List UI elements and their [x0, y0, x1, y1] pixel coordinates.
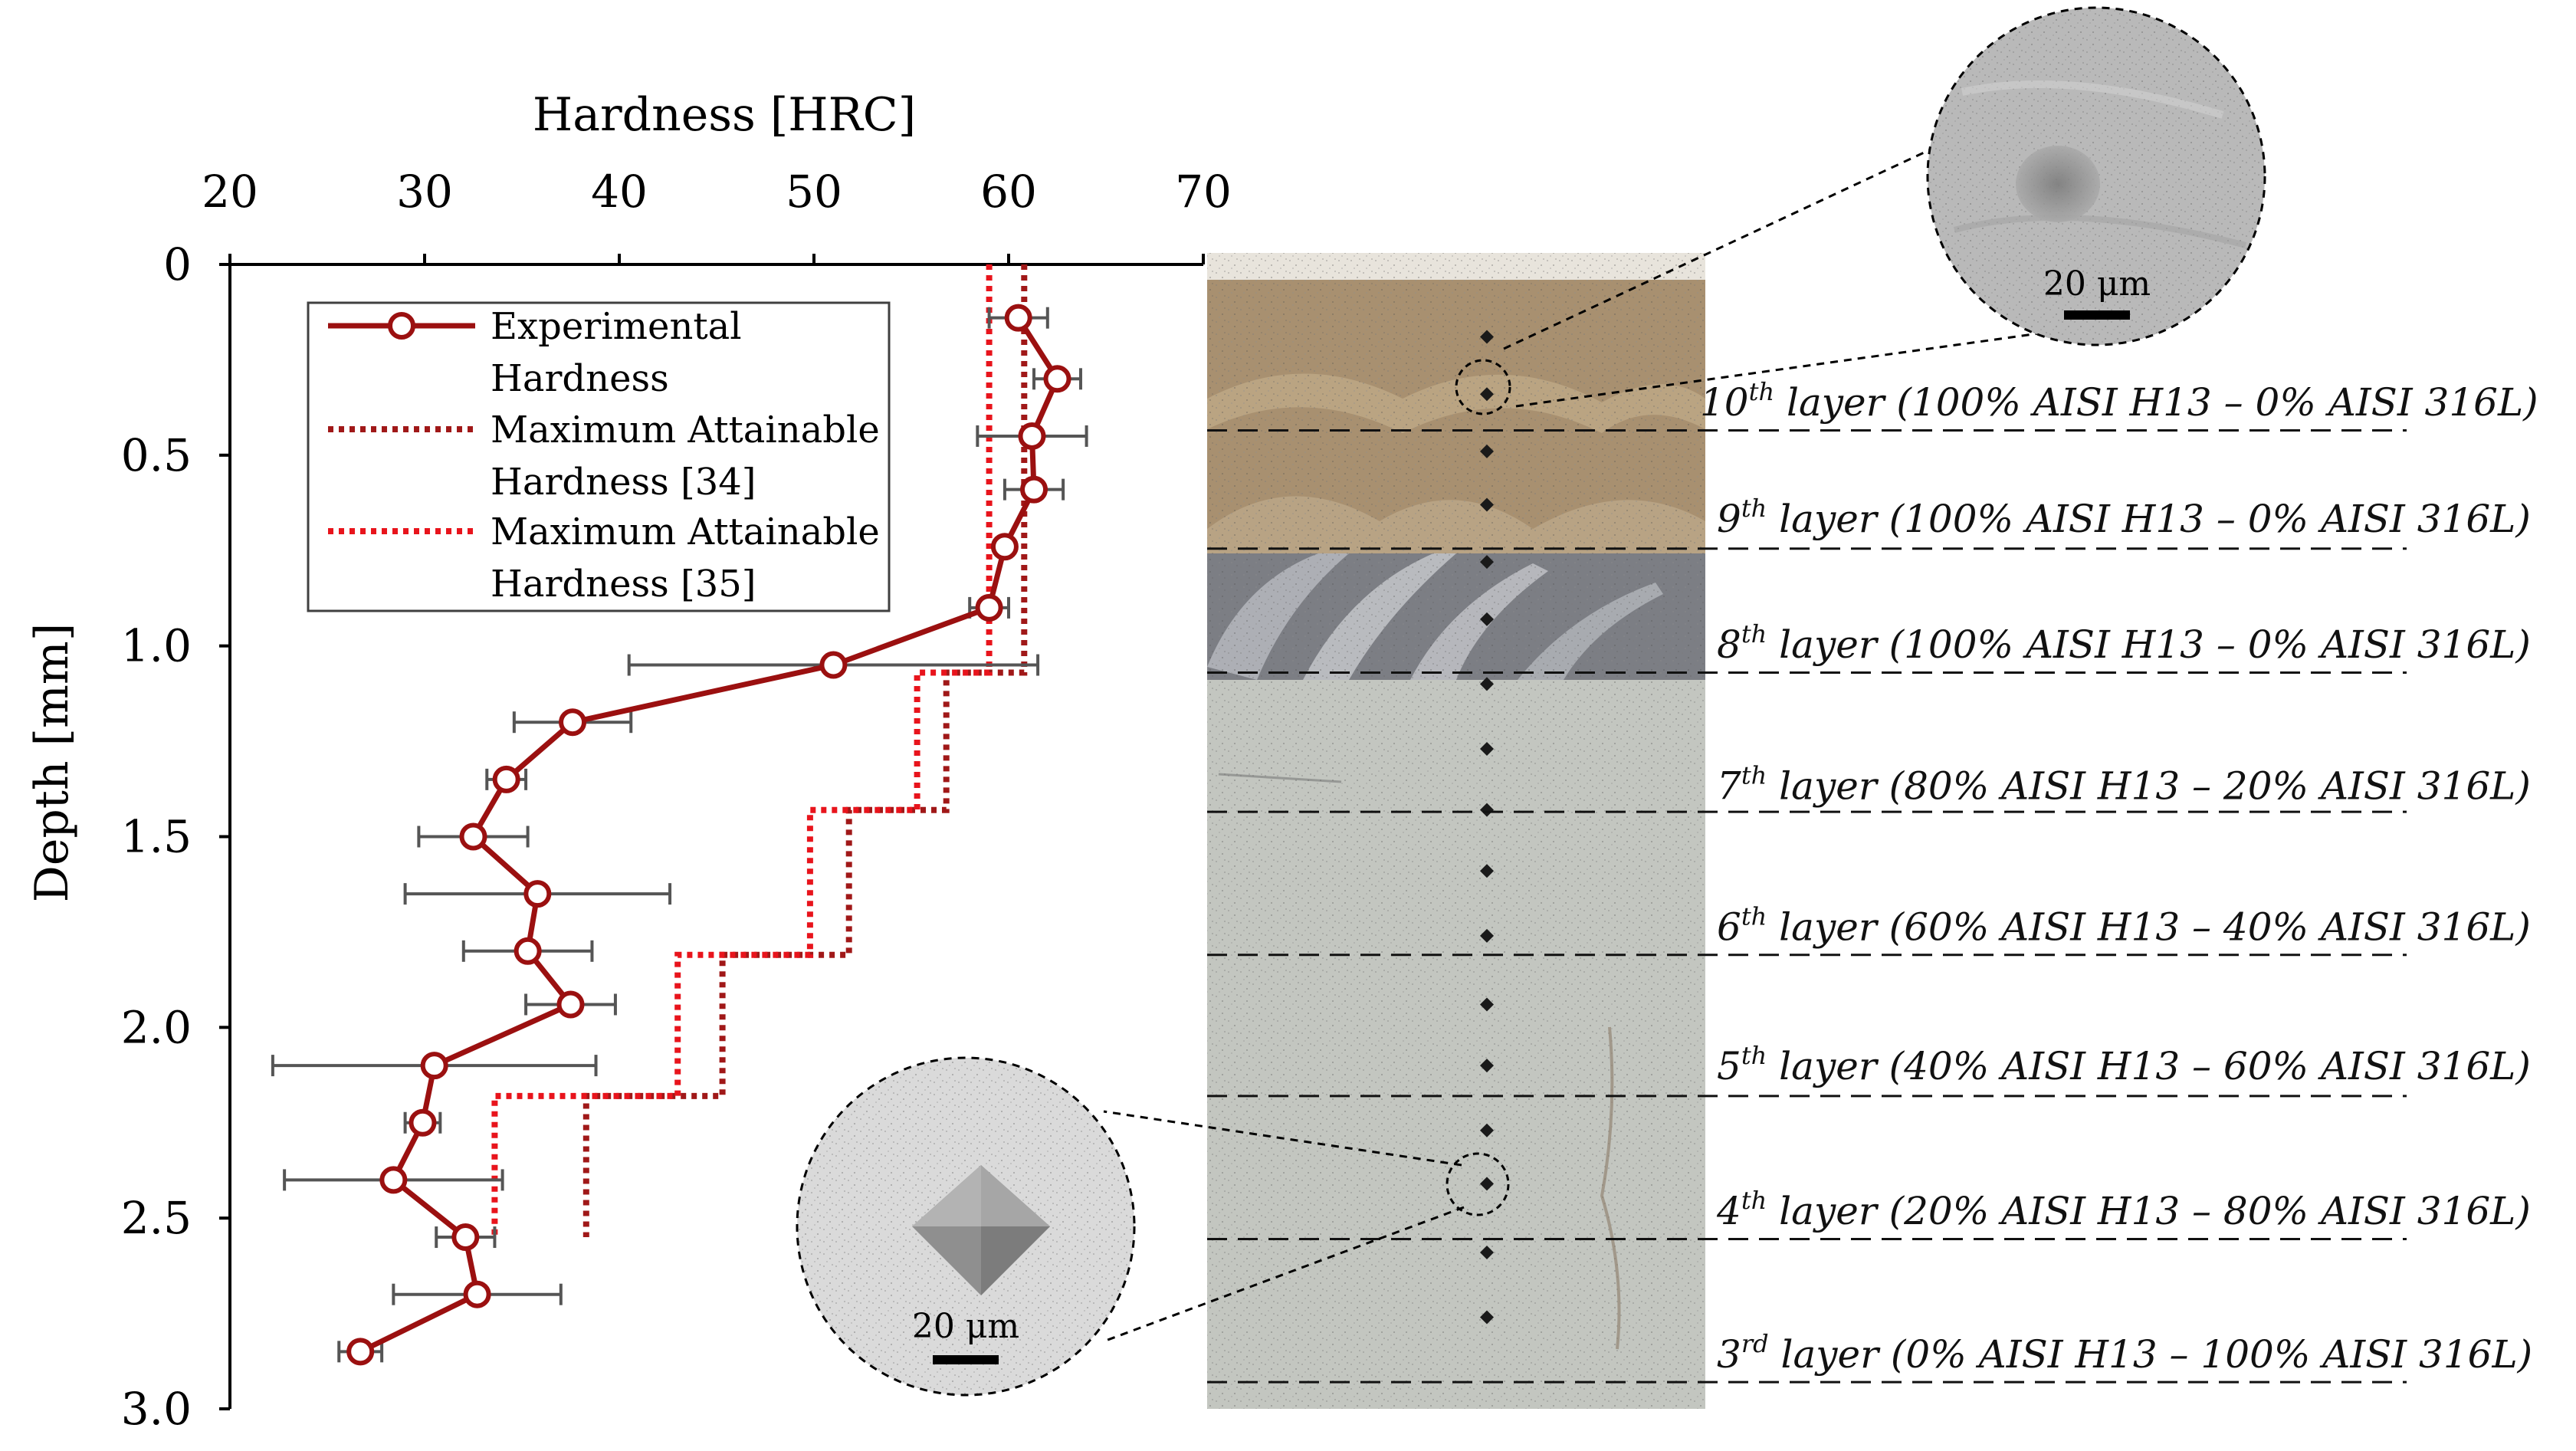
- indentation-mark: [1480, 330, 1494, 344]
- legend: Experimental Hardness Maximum Attainable…: [307, 301, 891, 612]
- indentation-mark: [1480, 1059, 1494, 1073]
- reference-step-lines: [491, 264, 1028, 1237]
- indentation-mark: [1480, 742, 1494, 757]
- y-tick-label: 2.0: [121, 1001, 192, 1053]
- y-axis-title: Depth [mm]: [25, 623, 79, 902]
- scale-bar-top: [2064, 310, 2130, 320]
- indentation-mark: [1480, 387, 1494, 402]
- indentation-marks: [1480, 330, 1494, 1325]
- scale-label-bottom: 20 μm: [912, 1307, 1019, 1346]
- data-point: [559, 708, 587, 737]
- zoom-marker-bottom: [1446, 1152, 1510, 1216]
- x-tick-label: 40: [591, 166, 648, 218]
- data-point: [514, 937, 542, 965]
- data-point: [990, 533, 1019, 561]
- zoom-inset-top: 20 μm: [1455, 6, 2266, 415]
- data-point: [451, 1223, 480, 1252]
- y-tick-label: 3.0: [121, 1383, 192, 1435]
- indentation-mark: [1480, 928, 1494, 943]
- data-point: [975, 593, 1003, 622]
- chart-axes: 20 30 40 50 60 70 0 0.5 1.0 1.5 2.0 2.5 3.0: [121, 166, 1232, 1435]
- layer-label: 3rd layer (0% AISI H13 – 100% AISI 316L): [1717, 1329, 2532, 1377]
- zoom-marker-top: [1455, 359, 1511, 415]
- data-point: [379, 1166, 408, 1194]
- layer-label: 7th layer (80% AISI H13 – 20% AISI 316L): [1717, 760, 2531, 808]
- data-point: [1020, 475, 1048, 504]
- y-tick-label: 2.5: [121, 1192, 192, 1244]
- hardness-chart: Hardness [HRC] Depth [mm] 20 30 40 50 60 70 0 0…: [25, 88, 1232, 1435]
- indentation-mark: [1480, 1123, 1494, 1137]
- legend-label-2b: Hardness [34]: [491, 461, 756, 504]
- y-tick-label: 0: [163, 238, 192, 291]
- layer-label: 8th layer (100% AISI H13 – 0% AISI 316L): [1717, 619, 2531, 667]
- layer-label: 6th layer (60% AISI H13 – 40% AISI 316L): [1717, 901, 2531, 949]
- x-tick-label: 30: [396, 166, 453, 218]
- layer-label: 5th layer (40% AISI H13 – 60% AISI 316L): [1717, 1041, 2531, 1088]
- indentation-mark: [1480, 1245, 1494, 1259]
- x-tick-label: 20: [202, 166, 258, 218]
- x-tick-label: 70: [1175, 166, 1232, 218]
- indentation-mark: [1480, 803, 1494, 817]
- legend-label-1b: Hardness: [491, 357, 669, 400]
- layer-label: 4th layer (20% AISI H13 – 80% AISI 316L): [1716, 1186, 2531, 1233]
- x-tick-label: 50: [786, 166, 842, 218]
- y-tick-label: 1.5: [121, 811, 192, 863]
- data-point: [1004, 304, 1032, 332]
- layer-label: 9th layer (100% AISI H13 – 0% AISI 316L): [1717, 494, 2531, 541]
- data-point: [1018, 422, 1046, 450]
- indentation-mark: [1480, 612, 1494, 626]
- indentation-mark: [1480, 864, 1494, 878]
- data-point: [523, 880, 552, 908]
- data-point: [346, 1338, 375, 1366]
- x-axis-title: Hardness [HRC]: [533, 88, 916, 142]
- legend-label-2a: Maximum Attainable: [491, 409, 880, 451]
- y-tick-label: 1.0: [121, 620, 192, 672]
- scale-bar-bottom: [933, 1355, 999, 1364]
- indentation-mark: [1480, 1177, 1494, 1191]
- indentation-mark: [1480, 1310, 1494, 1325]
- layer-boundaries: [1207, 428, 2407, 1384]
- data-point: [492, 765, 520, 793]
- micrograph: [1207, 253, 1705, 1409]
- indentation-mark: [1480, 997, 1494, 1012]
- zoom-inset-bottom: 20 μm: [796, 1056, 1510, 1397]
- indentation-mark: [1480, 444, 1494, 458]
- layer-labels: 10th layer (100% AISI H13 – 0% AISI 316L…: [1700, 377, 2538, 1377]
- x-tick-label: 60: [980, 166, 1037, 218]
- step-line-series-2: [491, 264, 993, 1237]
- legend-label-3b: Hardness [35]: [491, 563, 756, 606]
- legend-label-1a: Experimental: [491, 305, 742, 348]
- y-tick-label: 0.5: [121, 429, 192, 481]
- data-point: [459, 822, 487, 851]
- indentation-mark: [1480, 677, 1494, 691]
- data-point: [1043, 365, 1071, 393]
- scale-label-top: 20 μm: [2043, 264, 2151, 304]
- data-point: [463, 1280, 491, 1308]
- data-point: [420, 1052, 448, 1080]
- indentation-mark: [1480, 497, 1494, 512]
- data-point: [819, 651, 848, 679]
- legend-label-3a: Maximum Attainable: [491, 510, 880, 553]
- legend-marker-experimental: [388, 312, 415, 340]
- data-point: [409, 1108, 437, 1137]
- legend-box: [307, 301, 891, 612]
- experimental-series: [346, 304, 1071, 1366]
- indentation-mark: [1480, 555, 1494, 570]
- data-point: [556, 990, 585, 1019]
- layer-label: 10th layer (100% AISI H13 – 0% AISI 316L…: [1700, 377, 2538, 425]
